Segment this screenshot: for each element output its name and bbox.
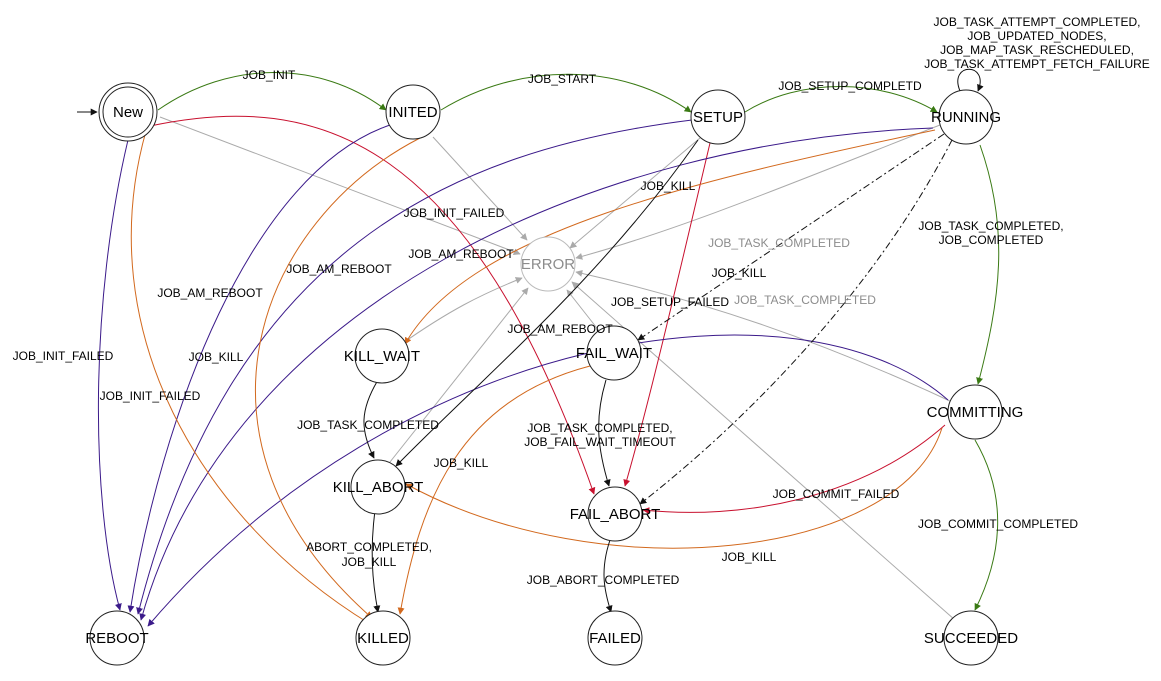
edge-setup-kill_abort [395, 139, 699, 467]
edge-new-killed [130, 130, 371, 625]
label-job-setup-failed: JOB_SETUP_FAILED [611, 295, 729, 309]
edge-new-inited [157, 72, 387, 111]
edge-fail_wait-error [566, 289, 601, 333]
state-error-label: ERROR [521, 256, 575, 273]
label-job-kill-setup: JOB_KILL [641, 179, 696, 193]
label-job-am-reboot-c: JOB_AM_REBOOT [157, 286, 263, 300]
edge-fail_wait-killed [397, 365, 591, 615]
label-job-kill-mid: JOB_KILL [434, 456, 489, 470]
state-new: New [98, 82, 158, 142]
label-running-commit-2: JOB_COMPLETED [939, 233, 1044, 247]
label-job-task-completed-kw: JOB_TASK_COMPLETED [297, 418, 439, 432]
label-job-am-reboot-b: JOB_AM_REBOOT [286, 262, 392, 276]
edge-fail_abort-failed [603, 539, 613, 613]
edge-kill_abort-error [389, 287, 529, 463]
state-running-label: RUNNING [931, 109, 1001, 126]
edge-inited-setup [440, 73, 692, 113]
state-reboot-label: REBOOT [85, 630, 148, 647]
label-job-abort-completed: JOB_ABORT_COMPLETED [527, 573, 680, 587]
label-fail-wait-1: JOB_TASK_COMPLETED, [527, 421, 672, 435]
state-kill-abort: KILL_ABORT [333, 459, 424, 515]
edge-setup-error [569, 137, 701, 249]
label-running-self-1: JOB_TASK_ATTEMPT_COMPLETED, [934, 15, 1141, 29]
edge-inited-killed [254, 137, 421, 619]
edge-running-committing [976, 144, 1000, 385]
state-fail-abort-label: FAIL_ABORT [570, 506, 661, 523]
edge-new-fail_abort [149, 115, 596, 495]
state-kill-wait-label: KILL_WAIT [344, 348, 420, 365]
label-abort-2: JOB_KILL [342, 555, 397, 569]
state-kill-abort-label: KILL_ABORT [333, 479, 424, 496]
state-succeeded-label: SUCCEEDED [924, 630, 1018, 647]
edge-inited-reboot [127, 123, 394, 613]
edge-new-reboot [97, 139, 129, 611]
state-killed-label: KILLED [357, 630, 409, 647]
label-running-self-4: JOB_TASK_ATTEMPT_FETCH_FAILURE [924, 57, 1150, 71]
label-job-am-reboot-d: JOB_AM_REBOOT [507, 322, 613, 336]
state-running: RUNNING [931, 89, 1001, 145]
label-job-kill-commit: JOB_KILL [722, 550, 777, 564]
edge-fail_wait-fail_abort [598, 379, 611, 487]
edge-new-error [159, 116, 521, 256]
edge-running-fail_wait [637, 133, 945, 341]
state-setup: SETUP [690, 89, 746, 145]
state-error: ERROR [520, 236, 576, 292]
state-succeeded: SUCCEEDED [924, 610, 1018, 666]
edge-running-reboot [139, 127, 934, 621]
state-killed: KILLED [355, 610, 411, 666]
edge-setup-fail_abort [623, 142, 711, 487]
label-job-kill-running: JOB_KILL [712, 266, 767, 280]
label-abort-1: ABORT_COMPLETED, [306, 540, 432, 554]
edge-committing-error [575, 269, 953, 403]
state-failed-label: FAILED [589, 630, 641, 647]
state-committing-label: COMMITTING [927, 404, 1024, 421]
state-inited: INITED [385, 84, 441, 140]
label-job-commit-failed: JOB_COMMIT_FAILED [773, 487, 900, 501]
edge-setup-reboot [136, 119, 693, 615]
label-job-commit-completed: JOB_COMMIT_COMPLETED [918, 517, 1078, 531]
edge-committing-fail_abort [642, 424, 946, 515]
state-setup-label: SETUP [693, 109, 743, 126]
label-job-init-failed-mid: JOB_INIT_FAILED [404, 206, 505, 220]
label-running-self-2: JOB_UPDATED_NODES, [967, 29, 1106, 43]
label-fail-wait-2: JOB_FAIL_WAIT_TIMEOUT [524, 435, 676, 449]
edge-kill_abort-killed [371, 509, 381, 613]
label-job-task-completed-gray1: JOB_TASK_COMPLETED [708, 236, 850, 250]
state-fail-wait-label: FAIL_WAIT [576, 345, 652, 362]
edge-running-self [957, 68, 984, 92]
label-job-kill-left: JOB_KILL [189, 350, 244, 364]
edge-kill_wait-error [399, 277, 523, 346]
label-job-am-reboot-a: JOB_AM_REBOOT [408, 247, 514, 261]
edge-running-kill_wait [404, 129, 936, 345]
label-running-commit-1: JOB_TASK_COMPLETED, [918, 219, 1063, 233]
edge-setup-running [744, 86, 938, 113]
edge-kill_wait-kill_abort [363, 379, 379, 459]
edge-inited-error [432, 136, 528, 241]
edge-committing-succeeded [974, 439, 999, 611]
state-inited-label: INITED [388, 104, 437, 121]
label-job-init: JOB_INIT [243, 68, 296, 82]
label-job-init-failed-left: JOB_INIT_FAILED [13, 349, 114, 363]
edge-running-fail_abort [639, 139, 953, 505]
state-kill-wait: KILL_WAIT [344, 328, 420, 384]
state-fail-wait: FAIL_WAIT [576, 325, 652, 381]
label-job-task-completed-gray2: JOB_TASK_COMPLETED [734, 293, 876, 307]
state-committing: COMMITTING [927, 384, 1024, 440]
state-fail-abort: FAIL_ABORT [570, 486, 661, 542]
label-running-self-3: JOB_MAP_TASK_RESCHEDULED, [940, 43, 1134, 57]
label-job-start: JOB_START [528, 72, 597, 86]
state-new-label: New [113, 104, 143, 121]
state-reboot: REBOOT [85, 610, 149, 666]
edge-committing-kill_abort [405, 427, 943, 549]
edge-running-error [575, 124, 941, 260]
state-failed: FAILED [587, 610, 643, 666]
label-job-init-failed-left2: JOB_INIT_FAILED [100, 389, 201, 403]
label-job-setup-completd: JOB_SETUP_COMPLETD [778, 79, 922, 93]
